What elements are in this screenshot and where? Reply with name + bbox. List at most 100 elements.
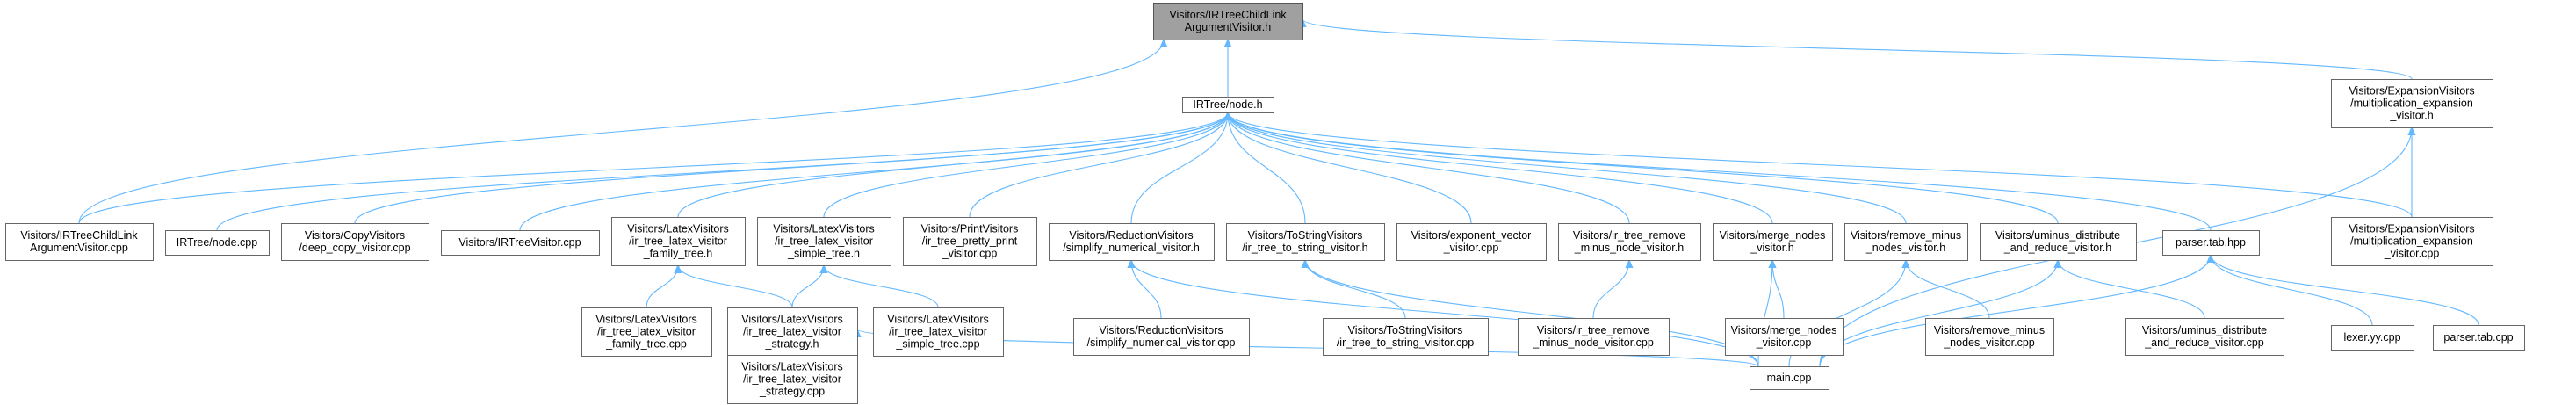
graph-node-irtree-visitor[interactable]: Visitors/IRTreeVisitor.cpp xyxy=(441,230,600,256)
node-box xyxy=(1182,97,1274,113)
node-label-line: Visitors/ExpansionVisitors xyxy=(2349,223,2474,235)
node-label-line: _simple_tree.h xyxy=(787,248,860,260)
graph-node-exp-mult-h[interactable]: Visitors/ExpansionVisitors/multiplicatio… xyxy=(2331,79,2493,128)
edge-uminus-cpp-to-uminus-h xyxy=(2058,260,2205,319)
node-label-line: Visitors/remove_minus xyxy=(1851,229,1961,242)
edge-parser-hpp-to-node-h xyxy=(1228,112,2212,231)
graph-node-latex-family-h[interactable]: Visitors/LatexVisitors/ir_tree_latex_vis… xyxy=(611,217,746,266)
graph-node-node-h[interactable]: IRTree/node.h xyxy=(1182,97,1274,113)
graph-node-remove-minus-cpp[interactable]: Visitors/remove_minus_nodes_visitor.cpp xyxy=(1925,318,2054,356)
node-box xyxy=(1750,366,1829,390)
graph-node-deep-copy[interactable]: Visitors/CopyVisitors/deep_copy_visitor.… xyxy=(281,223,429,261)
node-label-line: _nodes_visitor.cpp xyxy=(1943,336,2035,349)
graph-node-lexer[interactable]: lexer.yy.cpp xyxy=(2331,325,2414,351)
node-label-line: Visitors/merge_nodes xyxy=(1731,324,1837,336)
node-label-line: Visitors/PrintVisitors xyxy=(921,223,1019,235)
graph-node-simplify-h[interactable]: Visitors/ReductionVisitors/simplify_nume… xyxy=(1049,223,1215,261)
node-box xyxy=(1226,223,1385,261)
graph-node-uminus-h[interactable]: Visitors/uminus_distribute_and_reduce_vi… xyxy=(1980,223,2137,261)
edge-irtree-visitor-to-node-h xyxy=(519,112,1228,231)
node-box xyxy=(2331,325,2414,351)
node-box xyxy=(581,307,712,357)
edge-main-to-simplify-h xyxy=(1131,260,1759,367)
edge-merge-h-to-node-h xyxy=(1228,112,1773,224)
graph-node-merge-h[interactable]: Visitors/merge_nodes_visitor.h xyxy=(1713,223,1833,261)
node-label-line: _visitor.h xyxy=(2389,110,2433,122)
node-box xyxy=(165,230,270,256)
node-label-line: _minus_node_visitor.cpp xyxy=(1532,336,1654,349)
graph-node-latex-family-cpp[interactable]: Visitors/LatexVisitors/ir_tree_latex_vis… xyxy=(581,307,712,357)
graph-node-exp-mult-cpp[interactable]: Visitors/ExpansionVisitors/multiplicatio… xyxy=(2331,217,2493,266)
node-label-line: _visitor.cpp xyxy=(1443,242,1499,254)
graph-node-merge-cpp[interactable]: Visitors/merge_nodes_visitor.cpp xyxy=(1725,318,1844,356)
edge-deep-copy-to-node-h xyxy=(354,112,1228,224)
edge-pretty-print-to-node-h xyxy=(969,112,1228,218)
node-box xyxy=(1396,223,1547,261)
node-label-line: _family_tree.cpp xyxy=(605,338,687,351)
node-label-line: Visitors/remove_minus xyxy=(1934,324,2045,336)
node-box xyxy=(2125,318,2284,356)
node-label-line: _strategy.h xyxy=(765,338,819,351)
node-label-line: _strategy.cpp xyxy=(759,386,825,398)
graph-node-remove-minus-node-cpp[interactable]: Visitors/ir_tree_remove_minus_node_visit… xyxy=(1518,318,1670,356)
edge-exponent-vec-to-node-h xyxy=(1228,112,1472,224)
node-label-line: Visitors/LatexVisitors xyxy=(773,223,875,235)
node-label-line: Visitors/IRTreeVisitor.cpp xyxy=(458,236,581,249)
edge-exp-mult-cpp-to-node-h xyxy=(1228,112,2413,218)
edge-uminus-h-to-node-h xyxy=(1228,112,2059,224)
graph-node-node-cpp[interactable]: IRTree/node.cpp xyxy=(165,230,270,256)
node-label-line: Visitors/CopyVisitors xyxy=(305,229,405,242)
node-label-line: /ir_tree_latex_visitor xyxy=(629,235,727,248)
node-box xyxy=(5,223,154,261)
graph-node-root[interactable]: Visitors/IRTreeChildLinkArgumentVisitor.… xyxy=(1153,3,1303,40)
graph-node-uminus-cpp[interactable]: Visitors/uminus_distribute_and_reduce_vi… xyxy=(2125,318,2284,356)
edge-simplify-h-to-node-h xyxy=(1130,112,1228,224)
node-box xyxy=(1153,3,1303,40)
node-label-line: /ir_tree_latex_visitor xyxy=(743,373,841,386)
node-label-line: /ir_tree_to_string_visitor.h xyxy=(1242,242,1367,254)
node-label-line: /ir_tree_latex_visitor xyxy=(889,326,987,338)
graph-node-remove-minus-node-h[interactable]: Visitors/ir_tree_remove_minus_node_visit… xyxy=(1558,223,1701,261)
edge-latex-family-cpp-to-latex-family-h xyxy=(646,265,678,308)
graph-node-main[interactable]: main.cpp xyxy=(1750,366,1829,390)
node-box xyxy=(1980,223,2137,261)
edge-remove-minus-cpp-to-remove-minus-h xyxy=(1906,260,1990,319)
graph-node-pretty-print[interactable]: Visitors/PrintVisitors/ir_tree_pretty_pr… xyxy=(903,217,1037,266)
graph-node-latex-strategy-cpp[interactable]: Visitors/LatexVisitors/ir_tree_latex_vis… xyxy=(727,355,858,404)
node-box xyxy=(1925,318,2054,356)
node-label-line: _minus_node_visitor.h xyxy=(1574,242,1684,254)
node-label-line: lexer.yy.cpp xyxy=(2343,331,2400,344)
edge-lexer-to-parser-hpp xyxy=(2211,255,2373,326)
node-label-line: _visitor.cpp xyxy=(942,248,998,260)
node-label-line: IRTree/node.h xyxy=(1193,98,1262,111)
graph-node-latex-simple-h[interactable]: Visitors/LatexVisitors/ir_tree_latex_vis… xyxy=(757,217,891,266)
edge-latex-strategy-h-to-latex-simple-h xyxy=(791,265,824,308)
graph-node-exponent-vec[interactable]: Visitors/exponent_vector_visitor.cpp xyxy=(1396,223,1547,261)
graph-node-latex-simple-cpp[interactable]: Visitors/LatexVisitors/ir_tree_latex_vis… xyxy=(873,307,1004,357)
node-label-line: Visitors/ToStringVisitors xyxy=(1348,324,1463,336)
node-label-line: parser.tab.cpp xyxy=(2443,331,2513,344)
node-label-line: Visitors/exponent_vector xyxy=(1411,229,1532,242)
node-label-line: IRTree/node.cpp xyxy=(177,236,257,249)
node-box xyxy=(1518,318,1670,356)
node-label-line: /multiplication_expansion xyxy=(2350,235,2473,248)
node-label-line: Visitors/LatexVisitors xyxy=(595,314,697,326)
node-box xyxy=(1558,223,1701,261)
graph-node-tostring-h[interactable]: Visitors/ToStringVisitors/ir_tree_to_str… xyxy=(1226,223,1385,261)
graph-node-parser-hpp[interactable]: parser.tab.hpp xyxy=(2162,230,2260,256)
edge-latex-strategy-h-to-latex-family-h xyxy=(678,265,793,308)
edge-parser-cpp-to-parser-hpp xyxy=(2211,255,2479,326)
node-label-line: _visitor.cpp xyxy=(2384,248,2440,260)
node-label-line: Visitors/LatexVisitors xyxy=(887,314,989,326)
graph-node-remove-minus-h[interactable]: Visitors/remove_minus_nodes_visitor.h xyxy=(1844,223,1968,261)
node-box xyxy=(2162,230,2260,256)
graph-node-parser-cpp[interactable]: parser.tab.cpp xyxy=(2433,325,2525,351)
node-label-line: ArgumentVisitor.h xyxy=(1185,21,1271,33)
graph-node-latex-strategy-h[interactable]: Visitors/LatexVisitors/ir_tree_latex_vis… xyxy=(727,307,858,357)
graph-node-irtcl-cpp[interactable]: Visitors/IRTreeChildLinkArgumentVisitor.… xyxy=(5,223,154,261)
node-box xyxy=(441,230,600,256)
graph-node-simplify-cpp[interactable]: Visitors/ReductionVisitors/simplify_nume… xyxy=(1073,318,1250,356)
graph-node-tostring-cpp[interactable]: Visitors/ToStringVisitors/ir_tree_to_str… xyxy=(1323,318,1489,356)
node-box xyxy=(1844,223,1968,261)
edge-latex-family-h-to-node-h xyxy=(677,112,1228,218)
